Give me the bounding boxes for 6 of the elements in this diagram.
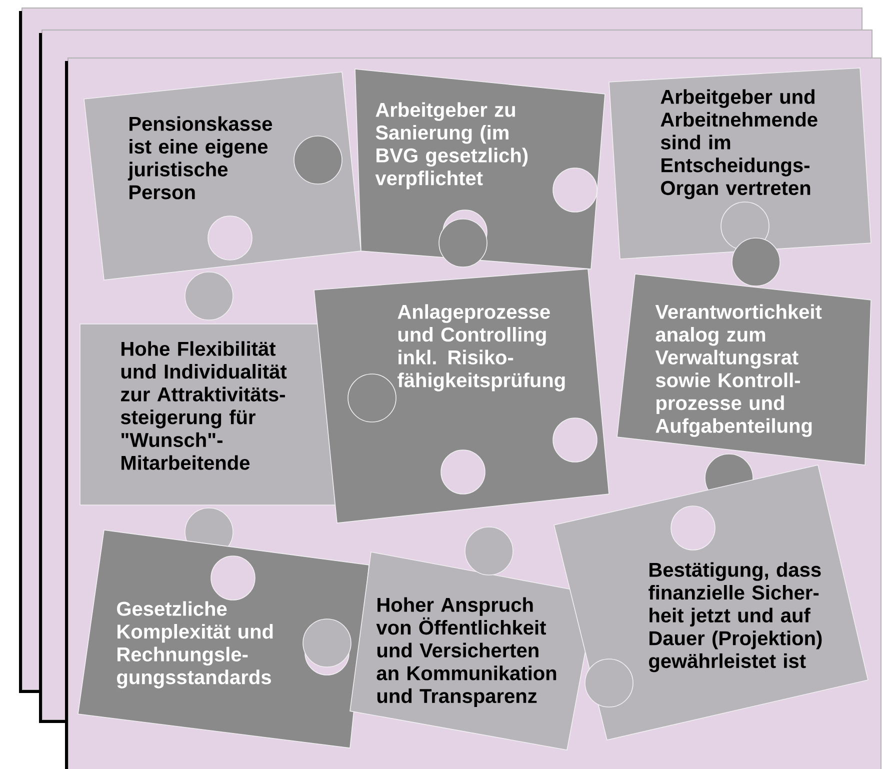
node-label: Verantwortichkeit analog zum Verwaltungsrat sowie Kontroll- prozesse und Aufgabenteilung	[655, 304, 822, 437]
puzzle-piece: Pensionskasse ist eine eigene juristische Person	[84, 72, 362, 280]
puzzle-piece: Gesetzliche Komplexität und Rechnungsle- gungsstandards	[78, 530, 370, 748]
puzzle-piece: Anlageprozesse und Controlling inkl. Risiko- fähigkeitsprüfung	[314, 218, 610, 524]
puzzle-piece: Arbeitgeber und Arbeitnehmende sind im Entscheidungs- Organ vertreten	[608, 68, 872, 260]
puzzle-piece: Arbeitgeber zu Sanierung (im BVG gesetzlich) verpflichtet	[294, 68, 606, 270]
